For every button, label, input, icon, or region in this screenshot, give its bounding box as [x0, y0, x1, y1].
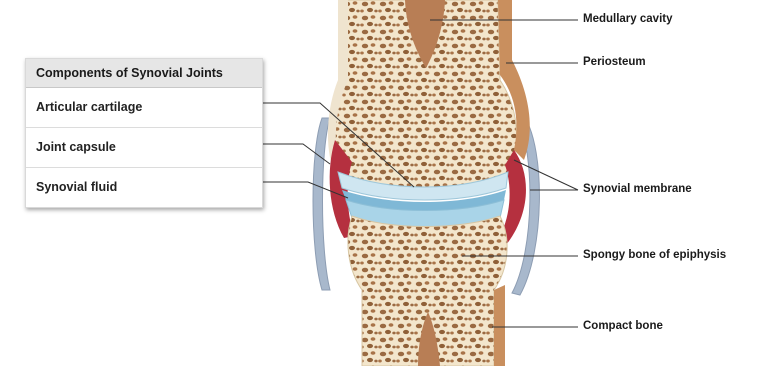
joint-capsule	[313, 118, 330, 290]
lower-periosteum	[494, 285, 505, 366]
label-synovial-membrane: Synovial membrane	[583, 183, 692, 195]
label-spongy-bone: Spongy bone of epiphysis	[583, 249, 726, 261]
table-row-synovial-fluid: Synovial fluid	[26, 168, 262, 207]
table-title: Components of Synovial Joints	[26, 59, 262, 88]
label-periosteum: Periosteum	[583, 56, 646, 68]
table-row-articular-cartilage: Articular cartilage	[26, 88, 262, 128]
table-row-joint-capsule: Joint capsule	[26, 128, 262, 168]
components-table: Components of Synovial Joints Articular …	[25, 58, 263, 208]
label-medullary-cavity: Medullary cavity	[583, 13, 672, 25]
label-compact-bone: Compact bone	[583, 320, 663, 332]
